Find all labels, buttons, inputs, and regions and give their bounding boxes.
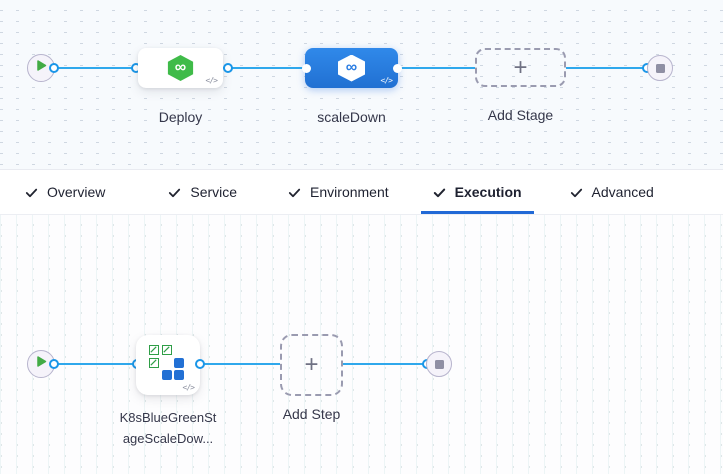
execution-end-node [426,351,452,377]
plus-icon: + [304,351,319,378]
tab-service[interactable]: Service [156,170,249,214]
pipeline-end-node [647,55,673,81]
check-icon [570,186,583,199]
k8s-bluegreen-icon [149,345,184,380]
play-icon [35,59,47,77]
code-toggle-icon: </> [205,76,218,85]
tab-label: Environment [310,184,389,200]
plus-icon: + [513,53,528,81]
port [223,63,233,73]
port [302,64,311,73]
stage-card-deploy[interactable]: ∞ </> [138,48,223,88]
port [195,359,205,369]
add-step-button[interactable]: + [280,334,343,396]
step-label-k8s-scaledown: K8sBlueGreenSt ageScaleDow... [88,407,248,449]
port [393,64,402,73]
pipeline-start-node [27,54,55,82]
code-toggle-icon: </> [380,76,393,85]
step-label-line2: ageScaleDow... [122,431,214,446]
code-toggle-icon: </> [182,383,195,392]
tab-label: Execution [454,184,522,200]
check-icon [288,186,301,199]
stage-pipeline-canvas: ∞ </> Deploy ∞ </> scaleDown + Add Stage [0,0,723,169]
stop-icon [655,63,665,73]
step-label-line1: K8sBlueGreenSt [119,410,217,425]
tab-environment[interactable]: Environment [276,170,401,214]
stage-config-tabbar: Overview Service Environment Execution A… [0,169,723,215]
execution-steps-canvas: </> K8sBlueGreenSt ageScaleDow... + Add … [0,215,723,474]
tab-label: Service [190,184,238,200]
add-step-label: Add Step [282,406,341,422]
pipeline-edge [566,67,660,69]
check-icon [433,186,446,199]
pipeline-edge [41,67,475,69]
step-card-k8s-scaledown[interactable]: </> [136,335,200,395]
port [49,63,59,73]
stage-card-scaledown[interactable]: ∞ </> [305,48,398,88]
add-stage-button[interactable]: + [475,48,566,87]
check-icon [168,186,181,199]
stage-label-deploy: Deploy [158,109,203,125]
stage-label-scaledown: scaleDown [317,109,386,125]
tab-execution[interactable]: Execution [420,170,534,214]
pipeline-edge [343,363,439,365]
add-stage-label: Add Stage [487,107,554,123]
stop-icon [434,359,444,369]
tab-label: Overview [47,184,106,200]
tab-advanced[interactable]: Advanced [558,170,666,214]
tab-label: Advanced [591,184,654,200]
cd-stage-icon: ∞ [338,54,365,82]
tab-overview[interactable]: Overview [13,170,117,214]
cd-stage-icon: ∞ [167,55,194,81]
check-icon [25,186,38,199]
play-icon [35,355,47,373]
port [49,359,59,369]
